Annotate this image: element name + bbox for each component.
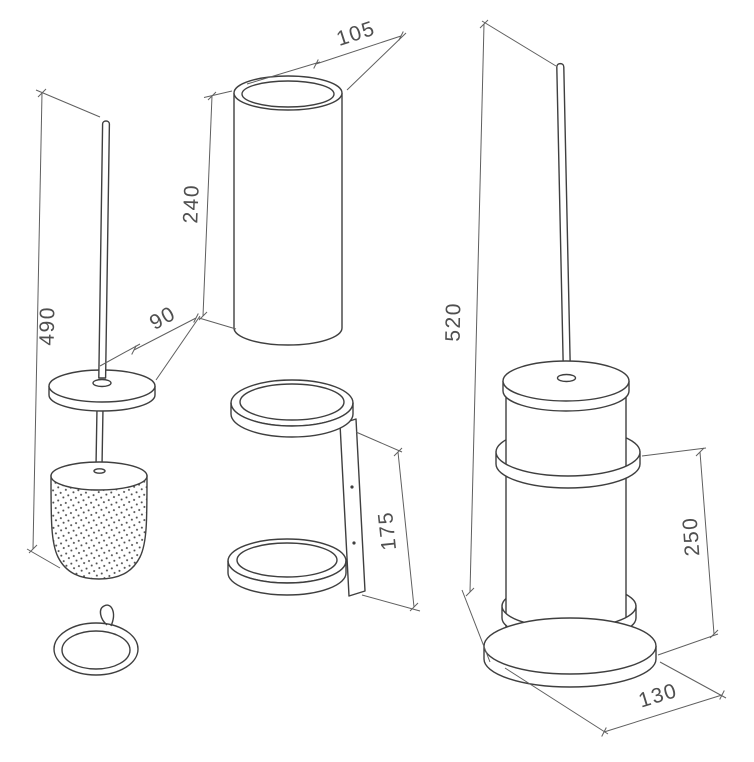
extension-line [346,32,407,91]
tick-mark [393,447,403,457]
lid-hub [92,378,112,388]
extension-line [659,661,727,699]
tick-mark [719,690,725,700]
dim-label-250: 250 [679,516,705,557]
brush-head [50,461,148,580]
assembled-base [483,617,657,688]
dim-label-130: 130 [636,679,681,713]
dim-label-90: 90 [146,302,180,335]
tick-mark [709,629,719,639]
dimension-line [603,694,723,733]
cup-body-fill [234,93,342,345]
brush-head-bristles [50,475,148,580]
dim-label-520: 520 [442,302,466,342]
tick-mark [398,31,404,41]
brush-head-top [50,461,148,491]
brush-handle [98,120,111,379]
dimension-total-height: 520 [442,19,557,663]
brush-head-hub [93,468,106,474]
bracket-top-ring-band [230,402,354,438]
dimension-line [32,92,43,550]
exploded-view: 490 90 [26,88,201,676]
tick-mark [695,447,705,457]
extension-line [155,315,201,381]
assembled-cup [505,386,627,633]
assembled-lid-hub [556,373,577,383]
tick-mark [207,91,217,101]
screw-hole [350,485,354,489]
dim-label-490: 490 [36,306,60,346]
dimension-line [133,317,197,351]
brush-stem [95,407,104,467]
tick-mark [409,602,419,612]
dimension-holder-height: 250 [641,447,719,656]
screw-hole [352,541,356,545]
dimension-brush-length: 490 [26,88,101,569]
dimension-line [202,95,213,317]
extension-line [481,20,557,67]
dimension-cup-diameter: 105 [246,17,407,91]
wall-bracket [227,379,366,597]
cup-and-bracket-view: 105 240 175 [179,17,421,612]
dimension-line [699,451,715,635]
extension-line [198,317,237,330]
tick-mark [37,88,47,98]
tick-mark [601,727,607,737]
cup-rim-inner [241,80,335,108]
mounting-ring [53,604,139,676]
extension-line [355,431,403,453]
bracket-bottom-ring-band [227,560,347,596]
extension-line [657,633,719,656]
tick-mark [479,19,489,29]
tick-mark [193,313,199,323]
extension-line [641,447,707,457]
holder-ring-band [495,451,641,489]
tick-mark [198,311,208,321]
dimension-bracket-height: 175 [355,431,421,612]
cup-rim-outer [233,75,343,111]
extension-line [246,61,321,85]
dimension-line [315,35,402,65]
tick-mark [313,59,319,69]
dim-label-240: 240 [179,184,203,224]
extension-line [504,667,609,735]
extension-line [461,589,491,663]
dim-label-175: 175 [374,510,401,552]
assembled-cup-fill [506,386,626,633]
assembled-view: 520 250 130 [442,19,727,737]
base-top [483,617,657,675]
ring-hook [99,604,115,627]
extension-line [361,594,421,612]
assembled-lid [502,360,630,412]
glass-cup [233,75,343,346]
dimension-line [469,23,485,593]
extension-line [99,343,141,367]
bracket-top-ring-inner [239,383,345,421]
extension-line [26,548,61,569]
assembled-handle [556,62,572,375]
tick-mark [28,544,38,554]
extension-line [203,90,233,98]
dimension-line [397,451,415,608]
tick-mark [131,345,137,355]
dimension-cup-height: 240 [179,90,237,330]
bracket-bottom-ring-inner [236,542,338,578]
extension-line [35,89,101,118]
cup-bottom [233,327,343,346]
ring-outer [53,622,139,676]
ring-inner [61,630,131,670]
tick-mark [465,587,475,597]
dimension-lid-diameter: 90 [99,302,201,381]
